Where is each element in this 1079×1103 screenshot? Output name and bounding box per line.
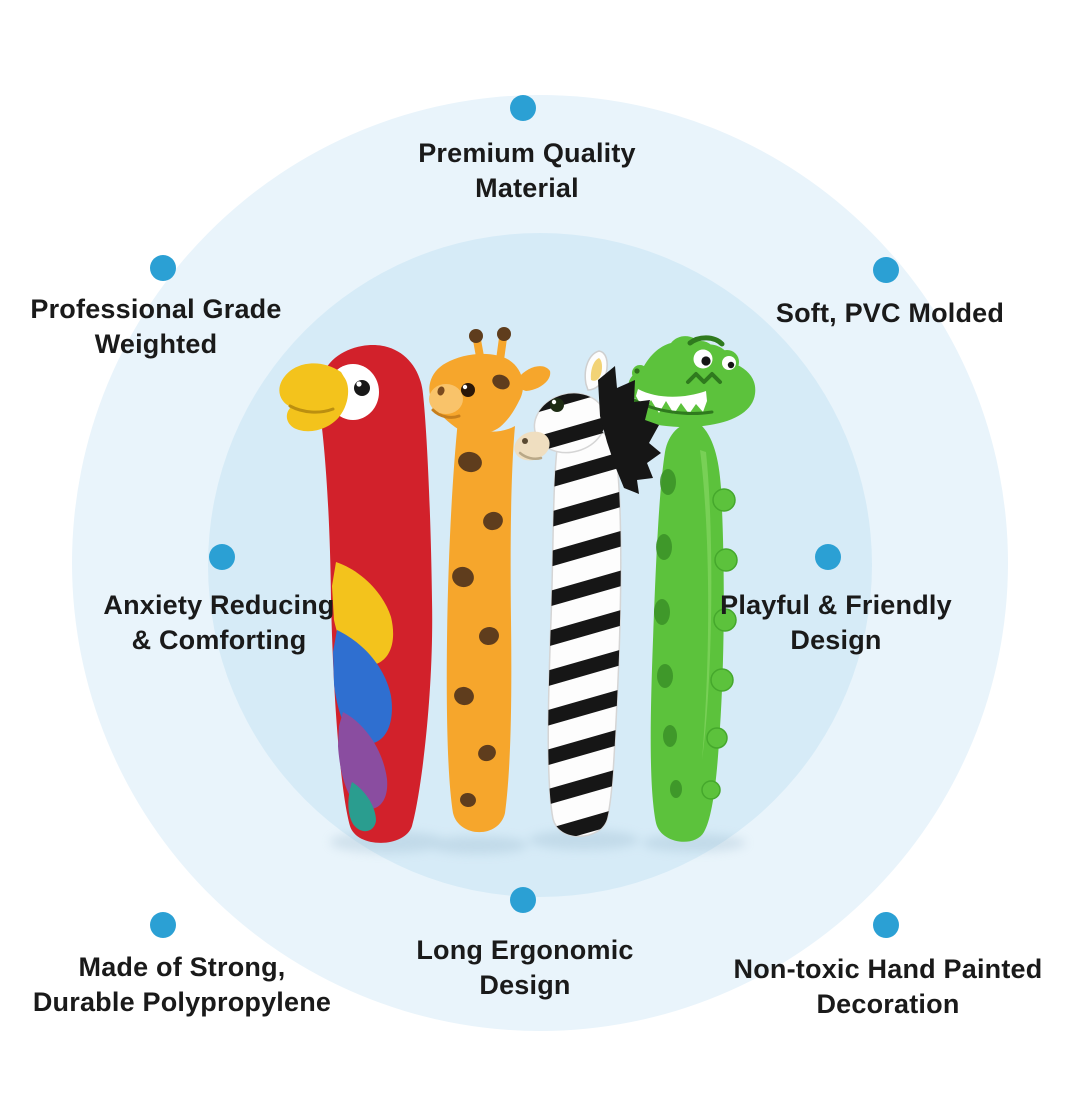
crocodile-figure: [628, 335, 756, 842]
callout-line: Design: [479, 970, 571, 1000]
callout-line: Soft, PVC Molded: [775, 298, 1005, 328]
bullet-dot-durable-material: [150, 912, 176, 938]
callout-soft-pvc: Soft, PVC Molded: [690, 296, 1079, 331]
bullet-dot-ergonomic-design: [510, 887, 536, 913]
callout-line: Premium Quality: [418, 138, 636, 168]
callout-line: Non-toxic Hand Painted: [733, 954, 1043, 984]
callout-line: Professional Grade: [30, 294, 282, 324]
callout-line: Decoration: [816, 989, 960, 1019]
giraffe-figure: [429, 327, 551, 833]
callout-line: Playful & Friendly: [720, 590, 952, 620]
callout-line: & Comforting: [131, 625, 307, 655]
bullet-dot-non-toxic: [873, 912, 899, 938]
callout-professional-grade: Professional Grade Weighted: [0, 292, 356, 362]
bullet-dot-soft-pvc: [873, 257, 899, 283]
bullet-dot-playful-friendly: [815, 544, 841, 570]
callout-playful-friendly: Playful & Friendly Design: [636, 588, 1036, 658]
callout-line: Long Ergonomic: [416, 935, 634, 965]
callout-non-toxic: Non-toxic Hand Painted Decoration: [688, 952, 1079, 1022]
callout-line: Made of Strong,: [78, 952, 286, 982]
parrot-figure: [279, 345, 433, 843]
bullet-dot-professional-grade: [150, 255, 176, 281]
callout-durable-material: Made of Strong, Durable Polypropylene: [0, 950, 382, 1020]
callout-ergonomic-design: Long Ergonomic Design: [325, 933, 725, 1003]
callout-line: Anxiety Reducing: [103, 590, 335, 620]
bullet-dot-premium-quality: [510, 95, 536, 121]
callout-line: Weighted: [94, 329, 218, 359]
callout-line: Design: [790, 625, 882, 655]
callout-premium-quality: Premium Quality Material: [327, 136, 727, 206]
callout-line: Durable Polypropylene: [32, 987, 332, 1017]
callout-line: Material: [475, 173, 579, 203]
bullet-dot-anxiety-reducing: [209, 544, 235, 570]
callout-anxiety-reducing: Anxiety Reducing & Comforting: [19, 588, 419, 658]
